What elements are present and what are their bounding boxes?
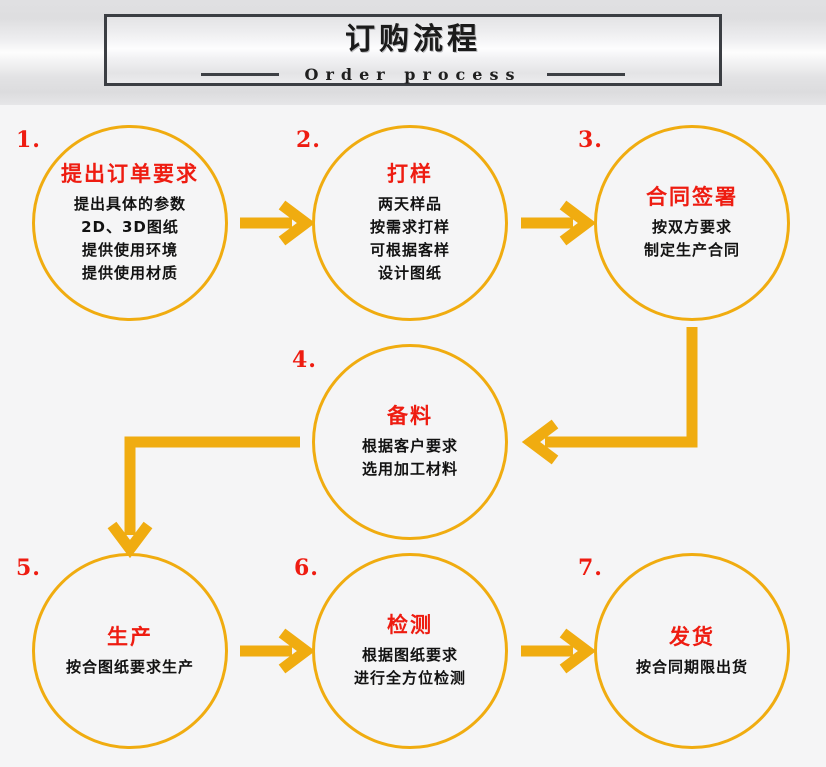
step-body-line: 按合同期限出货 [635, 657, 748, 676]
step-body-3: 按双方要求 制定生产合同 [644, 216, 740, 262]
step-title-2: 打样 [387, 162, 433, 186]
step-body-7: 按合同期限出货 [636, 656, 748, 679]
step-body-5: 按合图纸要求生产 [66, 656, 194, 679]
step-title-1: 提出订单要求 [61, 162, 199, 186]
arrow-step4-to-step5 [107, 436, 300, 559]
step-title-5: 生产 [107, 624, 153, 649]
arrow-step6-to-step7 [521, 628, 597, 674]
step-body-line: 根据客户要求 [361, 437, 458, 455]
step-body-line: 可根据客样 [369, 241, 450, 259]
step-body-line: 选用加工材料 [361, 460, 458, 478]
step-body-line: 进行全方位检测 [353, 669, 466, 687]
page-title: 订购流程 [345, 22, 481, 57]
step-number-6: 6. [294, 555, 319, 581]
step-node-3[interactable]: 合同签署 按双方要求 制定生产合同 [594, 125, 790, 321]
step-body-line: 2D、3D图纸 [81, 218, 179, 236]
step-body-line: 按需求打样 [369, 218, 450, 236]
header-subtitle-row: Order process [107, 63, 719, 85]
step-node-1[interactable]: 提出订单要求 提出具体的参数 2D、3D图纸 提供使用环境 提供使用材质 [32, 125, 228, 321]
step-body-1: 提出具体的参数 2D、3D图纸 提供使用环境 提供使用材质 [74, 193, 186, 285]
step-body-line: 两天样品 [377, 195, 442, 213]
subtitle-rule-right [547, 72, 626, 76]
step-number-5: 5. [16, 555, 41, 581]
step-title-4: 备料 [387, 404, 433, 428]
page-subtitle: Order process [304, 64, 522, 84]
step-title-7: 发货 [669, 624, 715, 649]
step-number-7: 7. [578, 555, 603, 581]
step-node-5[interactable]: 生产 按合图纸要求生产 [32, 553, 228, 749]
step-body-line: 设计图纸 [377, 264, 442, 282]
step-node-2[interactable]: 打样 两天样品 按需求打样 可根据客样 设计图纸 [312, 125, 508, 321]
arrow-step5-to-step6 [240, 628, 316, 674]
step-body-line: 制定生产合同 [643, 241, 740, 259]
step-body-2: 两天样品 按需求打样 可根据客样 设计图纸 [370, 193, 450, 285]
step-body-line: 提供使用环境 [81, 241, 178, 259]
step-node-4[interactable]: 备料 根据客户要求 选用加工材料 [312, 344, 508, 540]
step-node-6[interactable]: 检测 根据图纸要求 进行全方位检测 [312, 553, 508, 749]
step-body-line: 按双方要求 [651, 218, 732, 236]
step-number-3: 3. [578, 127, 603, 153]
step-number-4: 4. [292, 347, 317, 373]
step-body-line: 根据图纸要求 [361, 646, 458, 664]
step-body-line: 提供使用材质 [81, 264, 178, 282]
step-title-3: 合同签署 [646, 185, 738, 209]
step-number-2: 2. [296, 127, 321, 153]
subtitle-rule-left [200, 72, 279, 76]
arrow-step1-to-step2 [240, 200, 316, 246]
step-node-7[interactable]: 发货 按合同期限出货 [594, 553, 790, 749]
header-plaque: 订购流程 Order process [104, 14, 722, 86]
step-body-6: 根据图纸要求 进行全方位检测 [354, 644, 466, 690]
step-body-line: 按合图纸要求生产 [65, 657, 194, 676]
step-number-1: 1. [16, 127, 41, 153]
step-body-4: 根据客户要求 选用加工材料 [362, 435, 458, 481]
order-process-flowchart: 1. 提出订单要求 提出具体的参数 2D、3D图纸 提供使用环境 提供使用材质 … [0, 105, 826, 767]
step-title-6: 检测 [387, 613, 433, 637]
arrow-step2-to-step3 [521, 200, 597, 246]
arrow-step3-to-step4 [521, 327, 698, 465]
step-body-line: 提出具体的参数 [73, 195, 186, 213]
